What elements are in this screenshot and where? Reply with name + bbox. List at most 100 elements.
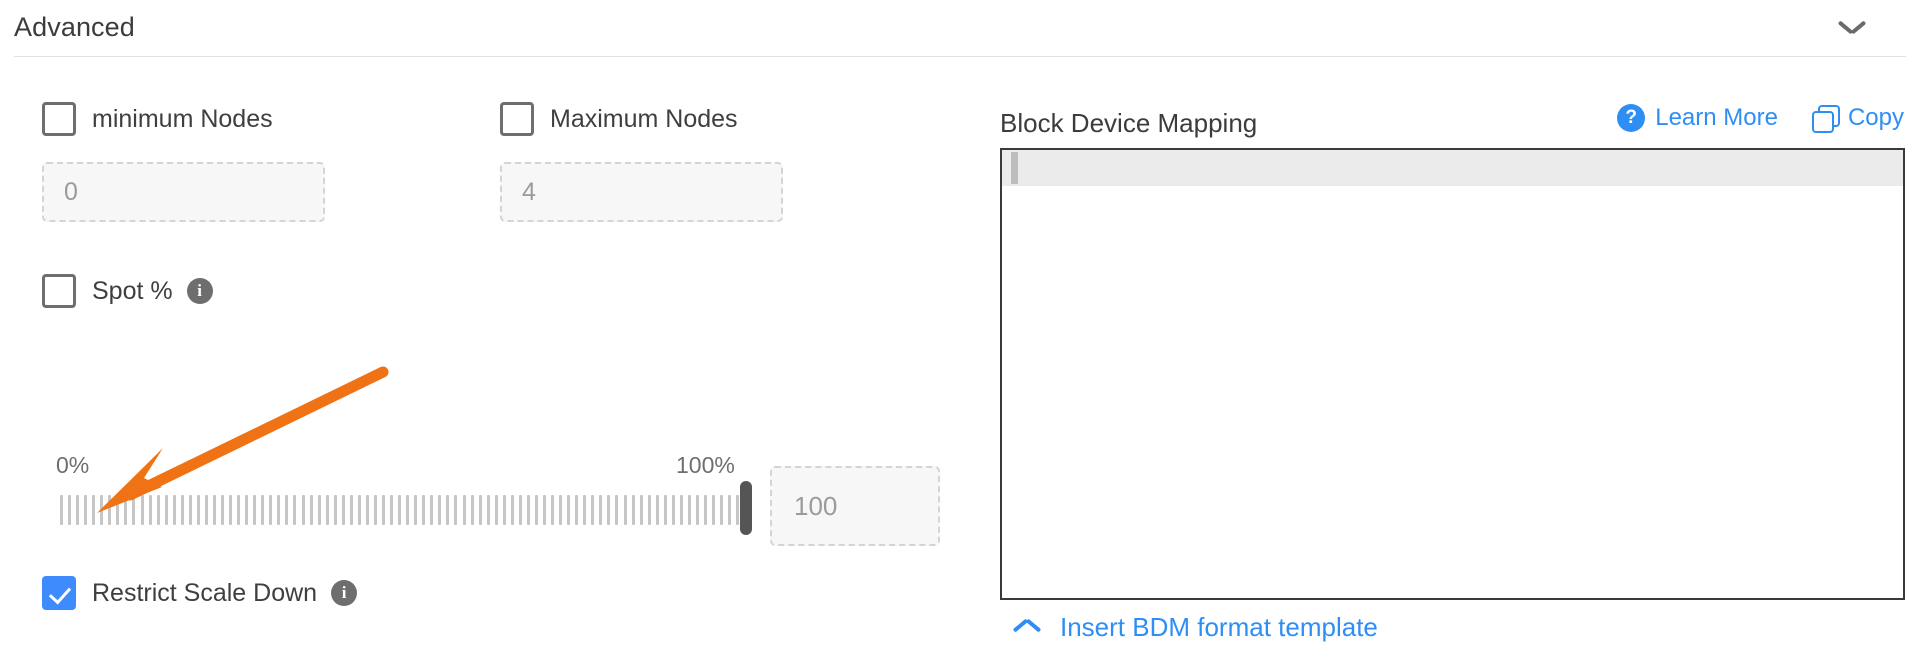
block-device-mapping-title: Block Device Mapping bbox=[1000, 108, 1258, 138]
collapse-section-button[interactable] bbox=[1830, 8, 1874, 44]
spot-percent-slider-thumb[interactable] bbox=[740, 481, 752, 535]
slider-tick bbox=[196, 495, 200, 525]
slider-tick bbox=[679, 495, 683, 525]
info-icon[interactable]: i bbox=[186, 278, 213, 304]
slider-tick bbox=[116, 495, 120, 525]
min-nodes-checkbox[interactable] bbox=[42, 102, 76, 136]
slider-tick bbox=[188, 495, 192, 525]
bdm-code-editor[interactable] bbox=[1000, 148, 1905, 600]
slider-tick bbox=[390, 495, 394, 525]
slider-tick bbox=[293, 495, 297, 525]
slider-tick bbox=[365, 495, 369, 525]
max-nodes-label: Maximum Nodes bbox=[550, 105, 738, 133]
slider-tick bbox=[349, 495, 353, 525]
slider-tick bbox=[382, 495, 385, 525]
min-nodes-row: minimum Nodes bbox=[42, 102, 273, 136]
slider-tick bbox=[156, 495, 160, 525]
slider-tick bbox=[687, 495, 691, 525]
spot-percent-slider-track[interactable] bbox=[60, 491, 747, 529]
max-nodes-input[interactable] bbox=[500, 162, 783, 222]
slider-tick bbox=[518, 495, 522, 525]
slider-tick bbox=[486, 495, 490, 525]
slider-tick bbox=[373, 495, 377, 525]
slider-tick bbox=[438, 495, 442, 525]
spot-percent-label: Spot % bbox=[92, 277, 173, 305]
slider-tick bbox=[575, 495, 579, 525]
slider-tick bbox=[526, 495, 530, 525]
slider-tick bbox=[704, 495, 707, 525]
editor-caret bbox=[1011, 152, 1018, 184]
slider-tick bbox=[502, 495, 506, 525]
slider-tick bbox=[462, 495, 466, 525]
slider-tick bbox=[60, 495, 63, 525]
slider-tick bbox=[124, 495, 128, 525]
slider-tick bbox=[639, 495, 643, 525]
page-title: Advanced bbox=[14, 12, 135, 42]
slider-tick bbox=[695, 495, 699, 525]
editor-active-line bbox=[1002, 150, 1903, 186]
slider-tick bbox=[720, 495, 724, 525]
slider-tick bbox=[647, 495, 651, 525]
slider-tick bbox=[180, 495, 184, 525]
insert-bdm-template-link[interactable]: Insert BDM format template bbox=[1014, 612, 1378, 642]
spot-percent-row: Spot % i bbox=[42, 274, 213, 308]
slider-tick bbox=[671, 495, 675, 525]
min-nodes-input[interactable] bbox=[42, 162, 325, 222]
slider-tick bbox=[204, 495, 208, 525]
slider-tick bbox=[623, 495, 627, 525]
slider-tick bbox=[84, 495, 88, 525]
slider-tick bbox=[277, 495, 281, 525]
slider-tick bbox=[591, 495, 595, 525]
slider-max-label: 100% bbox=[676, 452, 735, 478]
slider-tick bbox=[712, 495, 716, 525]
slider-tick bbox=[245, 495, 249, 525]
slider-tick bbox=[301, 495, 305, 525]
slider-tick bbox=[559, 495, 563, 525]
slider-tick bbox=[406, 495, 410, 525]
slider-tick bbox=[172, 495, 176, 525]
slider-tick bbox=[543, 495, 546, 525]
slider-tick bbox=[68, 495, 72, 525]
right-column: Block Device Mapping ? Learn More Copy I… bbox=[1000, 56, 1920, 656]
spot-percent-value-input[interactable] bbox=[770, 466, 940, 546]
slider-tick bbox=[607, 495, 611, 525]
slider-tick bbox=[148, 495, 152, 525]
header-divider bbox=[14, 56, 1906, 57]
copy-icon bbox=[1811, 105, 1840, 133]
slider-tick bbox=[663, 495, 667, 525]
slider-tick bbox=[430, 495, 434, 525]
slider-tick bbox=[108, 495, 112, 525]
learn-more-link[interactable]: ? Learn More bbox=[1617, 104, 1778, 132]
slider-tick bbox=[414, 495, 418, 525]
slider-tick bbox=[454, 495, 458, 525]
slider-tick bbox=[237, 495, 241, 525]
slider-tick bbox=[269, 495, 273, 525]
slider-tick bbox=[357, 495, 361, 525]
slider-tick bbox=[631, 495, 635, 525]
slider-tick bbox=[510, 495, 514, 525]
info-icon[interactable]: i bbox=[331, 580, 358, 606]
slider-tick bbox=[221, 495, 224, 525]
slider-tick bbox=[261, 495, 265, 525]
slider-tick bbox=[494, 495, 498, 525]
slider-tick bbox=[534, 495, 538, 525]
slider-tick bbox=[100, 495, 104, 525]
slider-tick bbox=[551, 495, 555, 525]
slider-tick bbox=[132, 495, 136, 525]
slider-tick bbox=[325, 495, 329, 525]
slider-tick bbox=[341, 495, 345, 525]
restrict-scale-down-checkbox[interactable] bbox=[42, 576, 76, 610]
restrict-scale-down-row: Restrict Scale Down i bbox=[42, 576, 358, 610]
chevron-up-icon bbox=[1014, 620, 1040, 634]
spot-percent-checkbox[interactable] bbox=[42, 274, 76, 308]
slider-tick bbox=[615, 495, 619, 525]
slider-tick bbox=[599, 495, 603, 525]
slider-tick bbox=[309, 495, 313, 525]
slider-tick bbox=[583, 495, 587, 525]
max-nodes-checkbox[interactable] bbox=[500, 102, 534, 136]
slider-tick bbox=[398, 495, 402, 525]
section-header: Advanced bbox=[0, 0, 1920, 56]
slider-tick bbox=[253, 495, 257, 525]
copy-button[interactable]: Copy bbox=[1811, 104, 1904, 133]
